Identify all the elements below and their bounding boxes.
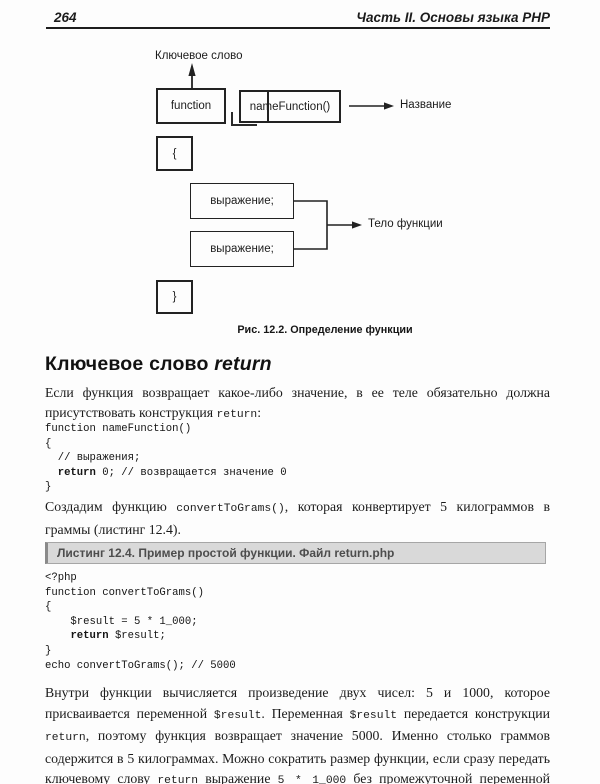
code-text: <?php — [45, 572, 77, 584]
scan-artifact-horizontal — [231, 124, 257, 126]
code-text: { — [45, 601, 52, 614]
name-function-box: nameFunction() — [239, 90, 341, 123]
text-run: выражение — [198, 771, 278, 784]
text-run: . Переменная — [261, 705, 350, 721]
code-line: echo convertToGrams(); // 5000 — [45, 659, 236, 674]
code-text: } — [45, 481, 52, 494]
code-line: function convertToGrams() — [45, 586, 236, 601]
text-run: без промежуточной переменной (листинг 12… — [353, 771, 550, 784]
code-text — [45, 467, 58, 479]
code-text: function nameFunction() — [45, 423, 192, 435]
name-arrow-head — [384, 102, 394, 110]
code-line: <?php — [45, 571, 236, 586]
figure-caption: Рис. 12.2. Определение функции — [237, 324, 413, 336]
code-text: echo convertToGrams(); // 5000 — [45, 659, 236, 672]
inline-code: $result — [349, 709, 398, 722]
inline-code: 5 * 1_000 — [277, 775, 347, 784]
inline-code: return — [157, 775, 199, 784]
code-line: return $result; — [45, 629, 236, 644]
inline-code: convertToGrams() — [176, 503, 285, 515]
figure-connector-lines — [188, 63, 394, 250]
code-text: } — [45, 644, 52, 657]
text-run: Если функция возвращает какое-либо значе… — [45, 385, 550, 420]
paragraph-2: Создадим функцию convertToGrams(), котор… — [45, 497, 550, 539]
section-heading: Ключевое слово return — [45, 353, 272, 376]
code-snippet-return-php: <?php function convertToGrams() { $resul… — [45, 571, 236, 673]
code-text: function convertToGrams() — [45, 586, 204, 599]
section-heading-keyword: return — [214, 353, 272, 375]
body-label: Тело функции — [368, 218, 443, 230]
scan-artifact-vertical — [231, 112, 233, 126]
listing-title: Листинг 12.4. Пример простой функции. Фа… — [57, 546, 395, 560]
text-run: передается конструкции — [397, 705, 550, 721]
inline-code: return — [216, 408, 258, 421]
code-snippet-return-syntax: function nameFunction() { // выражения; … — [45, 422, 287, 495]
keyword-arrow-head — [188, 63, 196, 76]
body-arrow-head — [352, 221, 362, 229]
name-label: Название — [400, 99, 452, 111]
code-line: { — [45, 600, 236, 615]
figure-12-2: Ключевое слово function nameFunction() Н… — [0, 45, 600, 347]
text-run: Создадим функцию — [45, 499, 177, 514]
text-run: , которая конвертирует 5 килограммов в г… — [45, 499, 550, 537]
code-line: return 0; // возвращается значение 0 — [45, 466, 287, 481]
inline-code: return — [45, 732, 86, 744]
code-text: 0; // возвращается значение 0 — [95, 466, 287, 479]
code-keyword: return — [57, 466, 96, 479]
name-function-text: nameFunction() — [249, 100, 331, 113]
scan-artifact-divider — [267, 91, 269, 122]
paragraph-3: Внутри функции вычисляется произведение … — [45, 683, 550, 784]
code-line: } — [45, 644, 236, 659]
text-run: : — [257, 404, 262, 420]
open-brace-box: { — [156, 136, 193, 171]
code-line: { — [45, 437, 287, 452]
code-line: // выражения; — [45, 451, 287, 466]
listing-header-bar: Листинг 12.4. Пример простой функции. Фа… — [45, 542, 546, 564]
code-text: // выражения; — [45, 452, 141, 465]
expression-box-1: выражение; — [190, 183, 294, 219]
expression-box-2: выражение; — [190, 231, 294, 267]
code-line: $result = 5 * 1_000; — [45, 615, 236, 630]
code-text — [45, 630, 70, 642]
section-heading-text: Ключевое слово — [45, 353, 215, 375]
running-header-title: Часть II. Основы языка PHP — [356, 10, 550, 25]
inline-code: $result — [213, 709, 262, 722]
code-keyword: return — [70, 630, 109, 643]
close-brace-box: } — [156, 280, 193, 314]
text-run: Внутри функции вычисляется произведение … — [45, 685, 550, 721]
body-bracket-line — [294, 200, 328, 250]
keyword-label: Ключевое слово — [155, 50, 243, 62]
paragraph-1: Если функция возвращает какое-либо значе… — [45, 383, 550, 425]
header-rule — [46, 27, 550, 29]
code-line: } — [45, 480, 287, 495]
page-number: 264 — [54, 10, 77, 25]
function-box: function — [156, 88, 226, 124]
code-text: $result; — [108, 630, 166, 643]
text-run: , поэтому функция возвращает значение 50… — [45, 728, 550, 784]
code-line: function nameFunction() — [45, 422, 287, 437]
code-text: { — [45, 437, 52, 450]
code-text: $result = 5 * 1_000; — [45, 615, 198, 628]
